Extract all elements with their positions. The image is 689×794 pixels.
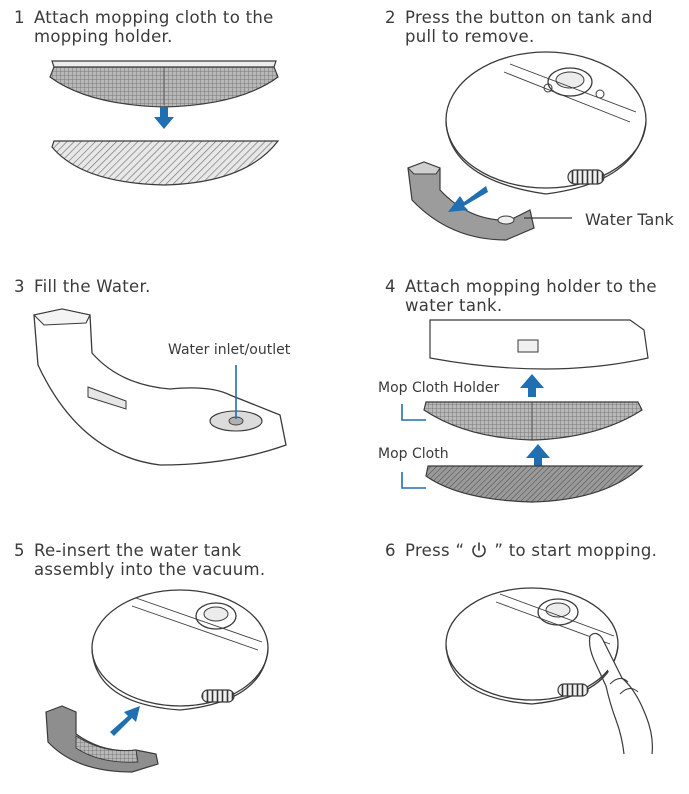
arrow-pull-icon (448, 186, 488, 212)
arrow-up-icon (520, 374, 544, 397)
step-1-instruction: 1 Attach mopping cloth to the mopping hol… (14, 8, 274, 46)
step-text-line1: Fill the Water. (34, 277, 151, 296)
step-text-line2: assembly into the vacuum. (34, 560, 266, 579)
step-4-illustration (401, 319, 649, 503)
callout-water-inlet: Water inlet/outlet (168, 342, 291, 358)
water-tank (32, 308, 287, 466)
step-text-line2: water tank. (405, 296, 503, 315)
robot-vacuum (445, 51, 647, 195)
robot-vacuum (91, 589, 269, 711)
water-tank-top (429, 319, 649, 370)
callout-mop-cloth: Mop Cloth (378, 446, 449, 462)
power-icon (472, 542, 487, 558)
step-3-illustration (32, 308, 287, 466)
water-tank (407, 161, 535, 241)
step-text-line2: pull to remove. (405, 27, 535, 46)
step-text-line2: mopping holder. (34, 27, 173, 46)
step-text-suffix: ” to start mopping. (494, 541, 658, 560)
callout-line (401, 472, 426, 489)
callout-mop-cloth-holder: Mop Cloth Holder (378, 380, 500, 396)
arrow-down-icon (154, 107, 174, 129)
step-5-instruction: 5 Re-insert the water tank assembly into … (14, 541, 265, 579)
mop-cloth (51, 140, 280, 186)
robot-vacuum (445, 587, 619, 705)
step-number: 1 (14, 8, 25, 27)
step-6-illustration (445, 587, 653, 755)
callout-water-tank: Water Tank (585, 210, 674, 229)
step-number: 6 (385, 541, 396, 560)
arrow-insert-icon (110, 706, 140, 736)
step-text-line1: Re-insert the water tank (34, 541, 242, 560)
step-number: 2 (385, 8, 396, 27)
step-text-line1: Press the button on tank and (405, 8, 653, 27)
mop-cloth (425, 465, 644, 503)
arrow-up-icon (526, 444, 550, 467)
step-text-line1: Attach mopping cloth to the (34, 8, 274, 27)
step-number: 4 (385, 277, 396, 296)
step-2-illustration (407, 51, 647, 241)
step-3-instruction: 3 Fill the Water. (14, 277, 151, 296)
step-5-illustration (45, 589, 269, 773)
step-text-line1: Attach mopping holder to the (405, 277, 657, 296)
step-number: 5 (14, 541, 25, 560)
step-2-instruction: 2 Press the button on tank and pull to re… (385, 8, 653, 46)
step-4-instruction: 4 Attach mopping holder to the water tank… (385, 277, 657, 315)
step-6-instruction: 6 Press “ ” to start mopping. (385, 541, 657, 560)
mop-cloth-holder (423, 401, 643, 441)
step-text-prefix: Press “ (405, 541, 465, 560)
water-tank-assembly (45, 705, 159, 773)
step-number: 3 (14, 277, 25, 296)
step-1-illustration (49, 60, 280, 186)
callout-line (401, 404, 426, 421)
mop-holder (49, 60, 279, 108)
